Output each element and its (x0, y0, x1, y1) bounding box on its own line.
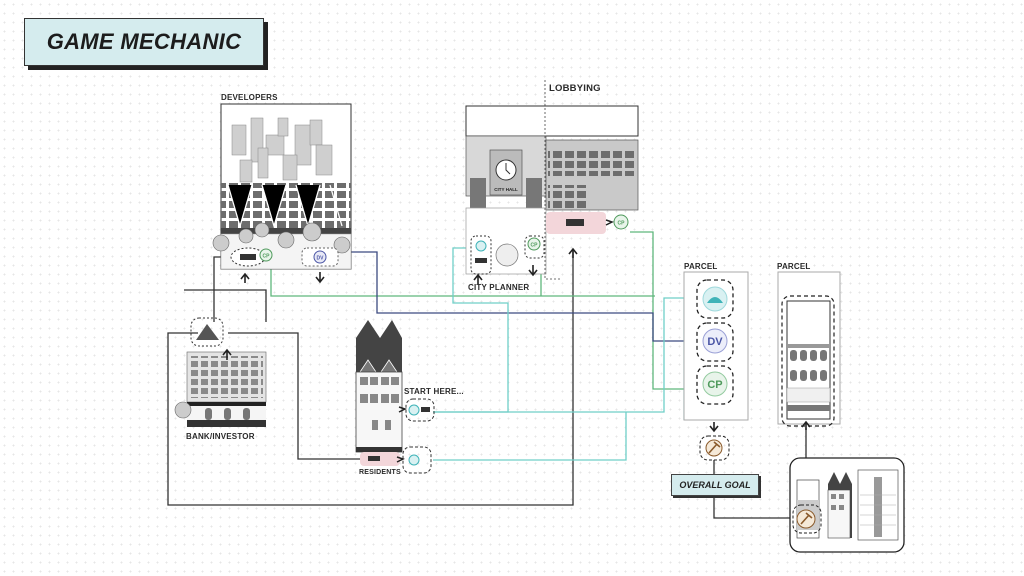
svg-text:CITY HALL: CITY HALL (494, 187, 518, 192)
arrow-right-icon (396, 456, 405, 463)
residents-building (355, 320, 435, 474)
arrow-right-icon (398, 406, 407, 413)
city-planner-token-icon (613, 214, 629, 230)
label-lobbying: LOBBYING (549, 83, 601, 94)
bank-outer-box (184, 289, 267, 322)
community-token-icon (408, 454, 420, 466)
overall-goal-text: OVERALL GOAL (679, 480, 751, 490)
dv-line (345, 251, 696, 342)
community-token-icon (475, 240, 487, 252)
arrow-down-icon (709, 422, 719, 433)
developers-building: CP DV (212, 103, 352, 284)
cp-developer-line (270, 262, 655, 297)
city-planner-token-icon (527, 237, 541, 251)
city-planner-token-icon (702, 371, 728, 397)
label-residents: RESIDENTS (359, 469, 401, 476)
cp-lobbying-line (630, 231, 696, 390)
arrow-up-icon (801, 420, 811, 430)
diagram-title: GAME MECHANIC (24, 18, 264, 66)
label-start-here: START HERE... (404, 387, 464, 396)
arrow-right-icon (605, 219, 614, 226)
money-stack-icon (475, 258, 487, 263)
developer-token-icon (702, 328, 728, 354)
community-token-icon (408, 404, 420, 416)
money-stack-icon (421, 407, 430, 412)
title-text: GAME MECHANIC (46, 29, 242, 54)
arrow-down-icon (528, 265, 538, 277)
outcome-buildings (789, 457, 905, 553)
city-planner-token-icon (259, 248, 273, 262)
bank-building (174, 317, 267, 427)
svg-text:CP: CP (263, 254, 271, 260)
bank-loop-line (167, 252, 574, 506)
money-stack-icon (240, 254, 256, 260)
arrow-up-icon (240, 272, 250, 283)
svg-text:CP: CP (618, 221, 626, 227)
label-parcel-1: PARCEL (684, 262, 718, 271)
money-stack-icon (566, 219, 584, 226)
bank-to-residents-line (228, 332, 360, 460)
arrow-up-icon (222, 348, 232, 360)
label-developers: DEVELOPERS (221, 93, 278, 102)
money-stack-icon (196, 324, 219, 340)
label-parcel-2: PARCEL (777, 262, 811, 271)
arrow-down-icon (315, 272, 325, 284)
parcel-tokens: DV CP (683, 271, 749, 461)
svg-text:CP: CP (531, 243, 539, 249)
svg-text:CP: CP (707, 379, 722, 391)
svg-text:DV: DV (317, 256, 325, 262)
lobbying-dashed-line (544, 80, 560, 280)
developer-token-icon (313, 250, 327, 264)
arrow-up-icon (473, 273, 483, 284)
parcel-building (777, 271, 841, 430)
arrow-up-icon (568, 247, 578, 258)
city-hall-building: CITY HALL CP CP (465, 80, 639, 284)
svg-text:DV: DV (707, 336, 723, 348)
money-stack-icon (368, 456, 380, 461)
community-residents-line (433, 412, 627, 461)
community-start-line (433, 297, 696, 413)
overall-goal-box: OVERALL GOAL (671, 474, 759, 496)
label-city-planner: CITY PLANNER (468, 283, 530, 292)
label-bank-investor: BANK/INVESTOR (186, 432, 255, 441)
